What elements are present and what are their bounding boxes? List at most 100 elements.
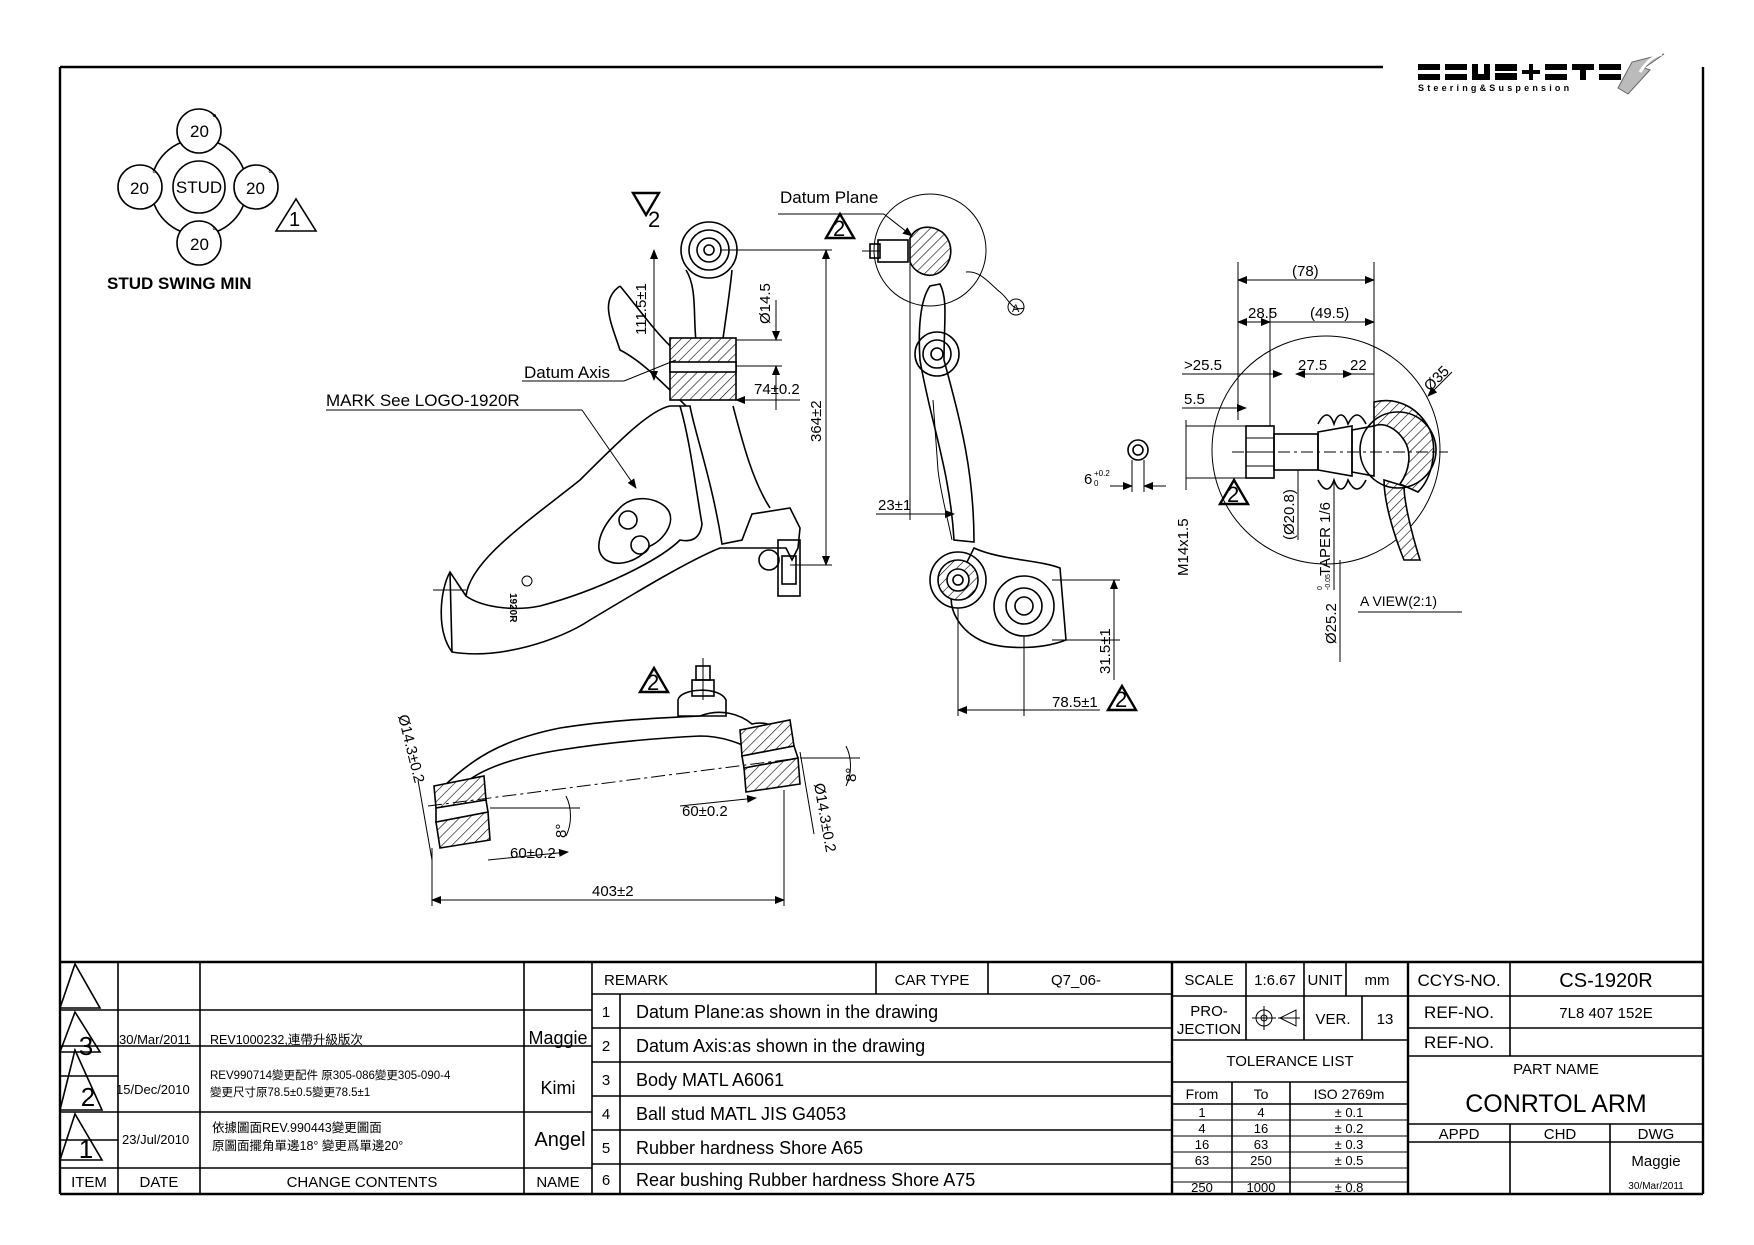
- dim-dia-25-2: Ø25.2: [1323, 603, 1340, 644]
- tol-row-2-from: 4: [1198, 1121, 1205, 1136]
- dim-6: 6: [1084, 471, 1092, 488]
- tol-row-1-from: 1: [1198, 1105, 1205, 1120]
- swing-bottom-degree: °: [212, 224, 217, 238]
- rev-triangle-label: 1: [289, 209, 300, 231]
- rev-header-item: ITEM: [71, 1174, 107, 1191]
- spec-block: SCALE 1:6.67 UNIT mm PRO- JECTION VER. 1…: [1172, 962, 1408, 1195]
- dim-dia-14-5: Ø14.5: [757, 283, 774, 324]
- remark-1-number: 1: [602, 1004, 610, 1021]
- ver-label: VER.: [1315, 1011, 1350, 1028]
- pin-detail: 6 +0.2 0: [1084, 439, 1166, 492]
- mark-logo-label: MARK See LOGO-1920R: [326, 391, 520, 410]
- remark-header: REMARK: [604, 972, 668, 989]
- swing-center-label: STUD: [176, 178, 222, 197]
- rev-3-date: 30/Mar/2011: [119, 1032, 191, 1047]
- dwg-label: DWG: [1638, 1126, 1675, 1143]
- projection-label-1: PRO-: [1190, 1003, 1228, 1020]
- tol-row-2-value: ± 0.2: [1335, 1121, 1364, 1136]
- remark-3-text: Body MATL A6061: [636, 1070, 784, 1090]
- dim-8deg-right: 8°: [843, 768, 860, 782]
- swing-left-value: 20: [130, 179, 149, 198]
- tol-header-from: From: [1186, 1086, 1219, 1102]
- ver-value: 13: [1377, 1011, 1394, 1028]
- remark-1-text: Datum Plane:as shown in the drawing: [636, 1002, 938, 1022]
- appd-label: APPD: [1439, 1126, 1480, 1143]
- dim-28-5: 28.5: [1248, 305, 1277, 322]
- rev-2-item: 2: [81, 1082, 95, 1112]
- dim-5-5: 5.5: [1184, 391, 1205, 408]
- tol-row-3-to: 63: [1254, 1137, 1268, 1152]
- tol-row-5-to: 1000: [1247, 1180, 1276, 1195]
- tolerance-title: TOLERANCE LIST: [1226, 1053, 1353, 1070]
- tol-row-3-from: 16: [1195, 1137, 1209, 1152]
- dim-27-5: 27.5: [1298, 357, 1327, 374]
- scale-label: SCALE: [1184, 972, 1233, 989]
- dim-dia-14-3-left: Ø14.3±0.2: [394, 713, 427, 785]
- tol-row-1-value: ± 0.1: [1335, 1105, 1364, 1120]
- dim-m14: M14x1.5: [1175, 518, 1192, 576]
- dim-dia-20-8: (Ø20.8): [1281, 489, 1298, 540]
- tol-row-2-to: 16: [1254, 1121, 1268, 1136]
- rev-1-contents-line1: 依據圖面REV.990443變更圖面: [212, 1120, 382, 1135]
- part-info-block: CCYS-NO. CS-1920R REF-NO. 7L8 407 152E R…: [1408, 962, 1703, 1194]
- dim-8deg-left: 8°: [553, 824, 570, 838]
- ccys-no-value: CS-1920R: [1559, 970, 1652, 992]
- tol-row-4-to: 250: [1250, 1153, 1272, 1168]
- dim-74: 74±0.2: [754, 381, 800, 398]
- dim-dia-35: Ø35: [1421, 363, 1453, 395]
- a-view-label: A VIEW(2:1): [1360, 593, 1437, 609]
- a-view-detail: (78) 28.5 (49.5) >25.5 27.5 22 5.5 Ø35 M…: [1175, 262, 1462, 662]
- dim-78-5: 78.5±1: [1052, 694, 1098, 711]
- dim-60-right: 60±0.2: [682, 803, 728, 820]
- datum-axis-label: Datum Axis: [524, 363, 610, 382]
- top-view-arm: 1920R: [433, 221, 801, 655]
- rev-header-contents: CHANGE CONTENTS: [287, 1174, 438, 1191]
- dim-25-2-lower-tol: -0.05: [1325, 574, 1332, 590]
- dim-31-5: 31.5±1: [1097, 628, 1114, 674]
- rev-2-contents-line2: 變更尺寸原78.5±0.5變更78.5±1: [210, 1085, 370, 1099]
- remark-2-number: 2: [602, 1038, 610, 1055]
- dim-403: 403±2: [592, 883, 634, 900]
- revision-table: 3 30/Mar/2011 REV1000232,連帶升級版次 Maggie 2…: [71, 1028, 587, 1191]
- side-view-arm: A Datum Plane 2 23±1 31.5±1 78.5±1 2: [778, 188, 1139, 716]
- rev-3-item: 3: [79, 1031, 93, 1061]
- logo-tagline: Steering&Suspension: [1418, 83, 1572, 93]
- dim-60-left: 60±0.2: [510, 845, 556, 862]
- remark-5-text: Rubber hardness Shore A65: [636, 1138, 863, 1158]
- part-name-value: CONRTOL ARM: [1465, 1090, 1647, 1118]
- logo-marking: 1920R: [507, 593, 518, 623]
- swing-right-degree: °: [268, 167, 273, 181]
- unit-label: UNIT: [1308, 972, 1343, 989]
- projection-symbol-icon: [1252, 1006, 1300, 1030]
- dwg-name: Maggie: [1631, 1153, 1680, 1170]
- ref-no-value-1: 7L8 407 152E: [1559, 1005, 1652, 1022]
- dim-25-2-upper-tol: 0: [1317, 586, 1324, 590]
- remark-table: REMARK CAR TYPE Q7_06- 1 Datum Plane:as …: [592, 962, 1172, 1194]
- rev-3-contents: REV1000232,連帶升級版次: [210, 1033, 363, 1047]
- dim-6-upper-tol: +0.2: [1094, 469, 1110, 478]
- rev2-side-view: 2: [1115, 687, 1127, 712]
- rev2-front-view: 2: [647, 670, 659, 695]
- tol-row-1-to: 4: [1257, 1105, 1264, 1120]
- rev2-a-view: 2: [1227, 482, 1239, 507]
- remark-3-number: 3: [602, 1072, 610, 1089]
- dim-111-5: 111.5±1: [633, 283, 650, 335]
- company-logo: Steering&Suspension: [1418, 52, 1665, 95]
- stud-swing-diagram: 20 ° 20 ° 20 ° 20 ° STUD STUD SWING MIN …: [107, 108, 318, 293]
- rev2-datum-plane: 2: [833, 216, 845, 241]
- part-name-label: PART NAME: [1513, 1061, 1599, 1078]
- tol-header-to: To: [1254, 1086, 1269, 1102]
- dim-dia-14-3-right: Ø14.3±0.2: [810, 782, 839, 854]
- tol-row-4-from: 63: [1195, 1153, 1209, 1168]
- swing-top-degree: °: [212, 111, 217, 125]
- projection-label-2: JECTION: [1177, 1021, 1241, 1038]
- remark-5-number: 5: [602, 1140, 610, 1157]
- front-view-arm: 2 Ø14.3±0.2 Ø14.3±0.2 8° 8° 60±0.2 60±0.…: [394, 658, 860, 906]
- tol-row-4-value: ± 0.5: [1335, 1153, 1364, 1168]
- dim-22: 22: [1350, 357, 1367, 374]
- dim-gt-25-5: >25.5: [1184, 357, 1222, 374]
- scale-value: 1:6.67: [1254, 972, 1296, 989]
- dim-taper: TAPER 1/6: [1317, 502, 1334, 576]
- remark-4-number: 4: [602, 1106, 610, 1123]
